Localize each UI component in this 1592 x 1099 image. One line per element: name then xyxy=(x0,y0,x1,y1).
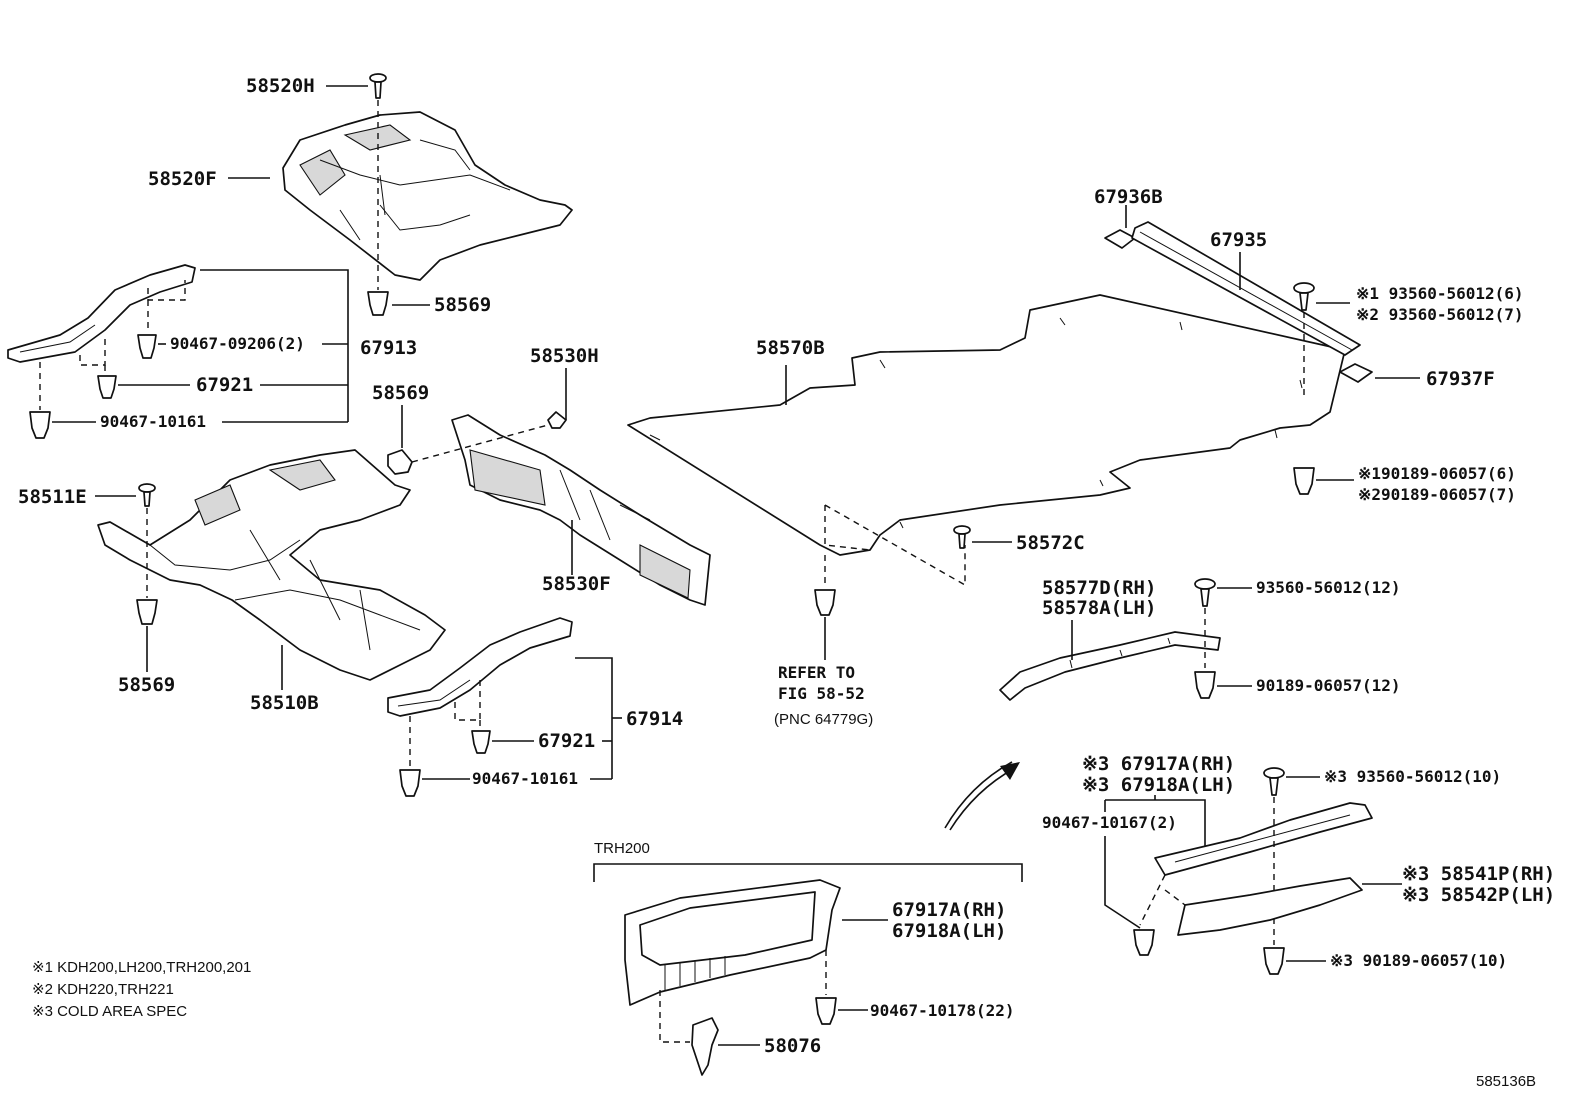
label-58530F: 58530F xyxy=(542,573,611,595)
clip-90467-10161-b xyxy=(399,769,421,797)
label-67918A: 67918A(LH) xyxy=(892,920,1006,942)
label-67917A-cold: ※3 67917A(RH) xyxy=(1082,753,1235,775)
clip-90189-06057-top xyxy=(1293,467,1315,495)
clip-90467-10167 xyxy=(1133,929,1155,956)
clip-90467-10178 xyxy=(815,997,837,1025)
part-58076-clip xyxy=(691,1017,719,1076)
note-1: ※1 KDH200,LH200,TRH200,201 xyxy=(32,959,251,976)
label-58511E: 58511E xyxy=(18,486,87,508)
clip-90467-10161-a xyxy=(29,411,51,439)
label-90189-12: 90189-06057(12) xyxy=(1256,676,1401,695)
label-67917A: 67917A(RH) xyxy=(892,899,1006,921)
part-67935-rail xyxy=(1131,221,1361,356)
fastener-58511E xyxy=(138,483,156,507)
label-58530H: 58530H xyxy=(530,345,599,367)
part-58520F xyxy=(282,111,573,281)
label-58577D: 58577D(RH) xyxy=(1042,577,1156,599)
label-58520H: 58520H xyxy=(246,75,315,97)
clip-90189-06057-10 xyxy=(1263,947,1285,975)
part-58577D-bracket xyxy=(999,631,1221,701)
clip-refer-58-52 xyxy=(814,589,836,616)
label-58570B: 58570B xyxy=(756,337,825,359)
label-58076: 58076 xyxy=(764,1035,821,1057)
label-58578A: 58578A(LH) xyxy=(1042,597,1156,619)
part-67917A-trh200 xyxy=(624,879,841,1006)
fastener-58520H xyxy=(369,73,387,99)
part-67936B xyxy=(1104,229,1136,249)
label-58542P: ※3 58542P(LH) xyxy=(1402,884,1555,906)
screw-93560-56012-12 xyxy=(1194,578,1216,607)
label-67937F: 67937F xyxy=(1426,368,1495,390)
label-90189-10: ※3 90189-06057(10) xyxy=(1330,951,1507,970)
label-90467-10167: 90467-10167(2) xyxy=(1042,813,1177,832)
label-93560-1: ※1 93560-56012(6) xyxy=(1356,284,1524,303)
fastener-58572C xyxy=(953,525,971,549)
part-58530F xyxy=(451,414,711,606)
part-58510B xyxy=(97,449,446,681)
label-58510B: 58510B xyxy=(250,692,319,714)
part-67937F xyxy=(1339,363,1373,383)
label-58572C: 58572C xyxy=(1016,532,1085,554)
label-90467-10161-a: 90467-10161 xyxy=(100,412,206,431)
label-90467-10161-b: 90467-10161 xyxy=(472,769,578,788)
arrow-icon xyxy=(944,761,1020,831)
figure-id: 585136B xyxy=(1476,1073,1536,1090)
clip-90467-09206 xyxy=(137,334,157,359)
label-trh200: TRH200 xyxy=(594,840,650,857)
clip-58569-mid xyxy=(387,449,413,475)
label-67914: 67914 xyxy=(626,708,683,730)
note-2: ※2 KDH220,TRH221 xyxy=(32,981,174,998)
label-93560-2: ※2 93560-56012(7) xyxy=(1356,305,1524,324)
part-67913-step xyxy=(7,264,196,363)
label-pnc-64779g: (PNC 64779G) xyxy=(774,711,873,728)
label-67913: 67913 xyxy=(360,337,417,359)
label-90189-2: ※290189-06057(7) xyxy=(1358,485,1516,504)
label-58520F: 58520F xyxy=(148,168,217,190)
clip-58569-left xyxy=(136,599,158,625)
screw-93560-56012-top xyxy=(1293,282,1315,311)
fastener-58530H xyxy=(547,411,567,429)
label-67935: 67935 xyxy=(1210,229,1267,251)
label-90189-1: ※190189-06057(6) xyxy=(1358,464,1516,483)
label-90467-10178: 90467-10178(22) xyxy=(870,1001,1015,1020)
label-67918A-cold: ※3 67918A(LH) xyxy=(1082,774,1235,796)
part-67917A-cold xyxy=(1154,802,1373,876)
label-67921-a: 67921 xyxy=(196,374,253,396)
part-67914-step xyxy=(387,617,573,717)
part-58541P-cold xyxy=(1177,877,1363,936)
label-67921-b: 67921 xyxy=(538,730,595,752)
label-67936B: 67936B xyxy=(1094,186,1163,208)
label-58569-left: 58569 xyxy=(118,674,175,696)
clip-58569-top xyxy=(367,291,389,316)
clip-67921-a xyxy=(97,375,117,399)
label-58569-top: 58569 xyxy=(434,294,491,316)
label-fig-58-52: FIG 58-52 xyxy=(778,684,865,703)
label-93560-10: ※3 93560-56012(10) xyxy=(1324,767,1501,786)
note-3: ※3 COLD AREA SPEC xyxy=(32,1003,187,1020)
label-58569-mid: 58569 xyxy=(372,382,429,404)
clip-67921-b xyxy=(471,730,491,754)
label-refer-to: REFER TO xyxy=(778,663,855,682)
screw-93560-56012-10 xyxy=(1263,767,1285,796)
label-90467-09206: 90467-09206(2) xyxy=(170,334,305,353)
label-58541P: ※3 58541P(RH) xyxy=(1402,863,1555,885)
part-58570B-panel xyxy=(627,294,1346,556)
clip-90189-06057-12 xyxy=(1194,671,1216,699)
label-93560-12: 93560-56012(12) xyxy=(1256,578,1401,597)
